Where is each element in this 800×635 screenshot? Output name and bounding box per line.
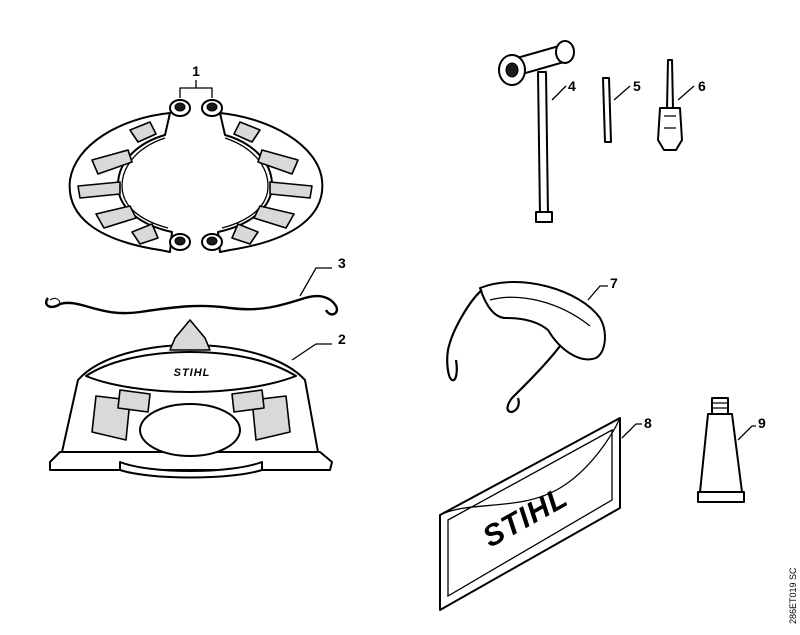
part-1-guard-plate bbox=[68, 99, 324, 253]
callout-4: 4 bbox=[568, 78, 576, 94]
callout-8: 8 bbox=[644, 415, 652, 431]
callout-3: 3 bbox=[338, 255, 346, 271]
part-7-safety-glasses bbox=[446, 281, 606, 414]
disc-stihl-logo: STIHL bbox=[174, 367, 211, 379]
callout-2: 2 bbox=[338, 331, 346, 347]
callout-5: 5 bbox=[633, 78, 641, 94]
part-4-combination-wrench bbox=[498, 40, 575, 223]
callout-6: 6 bbox=[698, 78, 706, 94]
callout-7: 7 bbox=[610, 275, 618, 291]
part-3-wire-spring bbox=[45, 294, 339, 316]
part-5-pin bbox=[602, 77, 612, 143]
callout-1: 1 bbox=[192, 63, 200, 79]
part-6-screwdriver bbox=[657, 59, 683, 151]
part-9-grease-tube bbox=[697, 397, 745, 503]
callout-9: 9 bbox=[758, 415, 766, 431]
drawing-code: 286ET019 SC bbox=[788, 567, 798, 624]
part-2-cutting-base: STIHL bbox=[49, 319, 333, 479]
part-8-tool-pouch: STIHL bbox=[439, 417, 621, 611]
